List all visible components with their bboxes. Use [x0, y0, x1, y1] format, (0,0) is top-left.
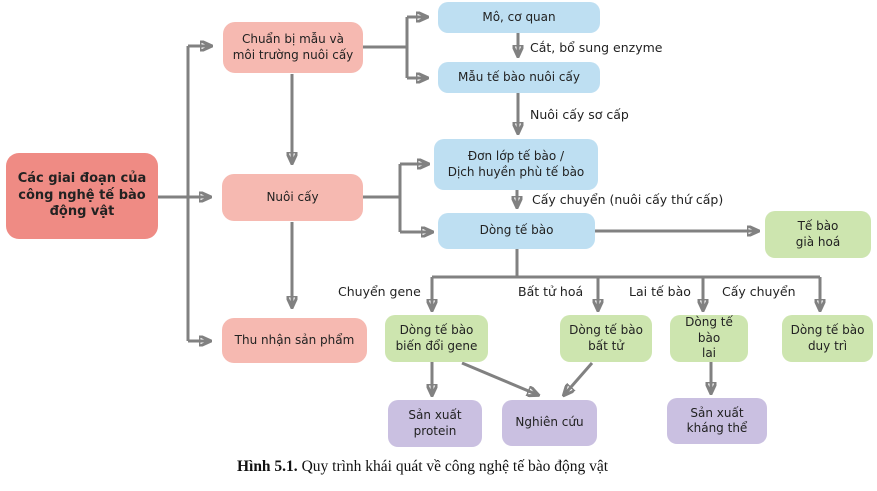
connector-prep-branch: [363, 17, 427, 78]
node-hybrid-cell-line: Dòng tế bào lai: [670, 315, 748, 362]
node-research: Nghiên cứu: [502, 400, 597, 446]
edge-label-cut-enzyme: Cắt, bổ sung enzyme: [530, 40, 663, 55]
edge-label-subculture: Cấy chuyển (nuôi cấy thứ cấp): [532, 192, 724, 207]
node-culture-sample: Mẫu tế bào nuôi cấy: [438, 62, 600, 93]
connector-arrows: [158, 0, 877, 455]
node-culture: Nuôi cấy: [222, 174, 363, 221]
node-prepare-sample: Chuẩn bị mẫu và môi trường nuôi cấy: [223, 22, 363, 73]
connector-cellline-fanout: [432, 249, 820, 310]
connector-applications: [432, 361, 711, 395]
edge-label-cell-fusion: Lai tế bào: [629, 284, 691, 299]
figure-caption-label: Hình 5.1.: [236, 458, 298, 475]
connector-blue-chain: [517, 33, 518, 207]
edge-label-immortalization: Bất tử hoá: [518, 284, 584, 299]
connector-culture-branch: [363, 164, 432, 232]
node-root-stages: Các giai đoạn của công nghệ tế bào động …: [6, 153, 158, 239]
node-senescent-cells: Tế bào già hoá: [765, 211, 871, 258]
node-maintained-cell-line: Dòng tế bào duy trì: [782, 315, 873, 362]
node-antibody-production: Sản xuất kháng thể: [667, 398, 767, 444]
node-protein-production: Sản xuất protein: [388, 400, 482, 447]
edge-label-passage: Cấy chuyển: [722, 284, 796, 299]
figure-caption: Hình 5.1. Quy trình khái quát về công ng…: [0, 458, 845, 476]
node-cell-line: Dòng tế bào: [438, 213, 595, 249]
node-immortal-cell-line: Dòng tế bào bất tử: [560, 315, 652, 362]
figure-caption-text: Quy trình khái quát về công nghệ tế bào …: [297, 458, 609, 475]
edge-label-gene-transfer: Chuyển gene: [338, 284, 421, 299]
node-harvest-product: Thu nhận sản phẩm: [222, 318, 367, 363]
edge-label-primary-culture: Nuôi cấy sơ cấp: [530, 107, 629, 122]
connector-root-trunk: [158, 46, 211, 341]
node-tissue-organ: Mô, cơ quan: [438, 2, 600, 33]
node-gm-cell-line: Dòng tế bào biến đổi gene: [385, 315, 488, 362]
node-monolayer-suspension: Đơn lớp tế bào / Dịch huyền phù tế bào: [434, 139, 598, 190]
